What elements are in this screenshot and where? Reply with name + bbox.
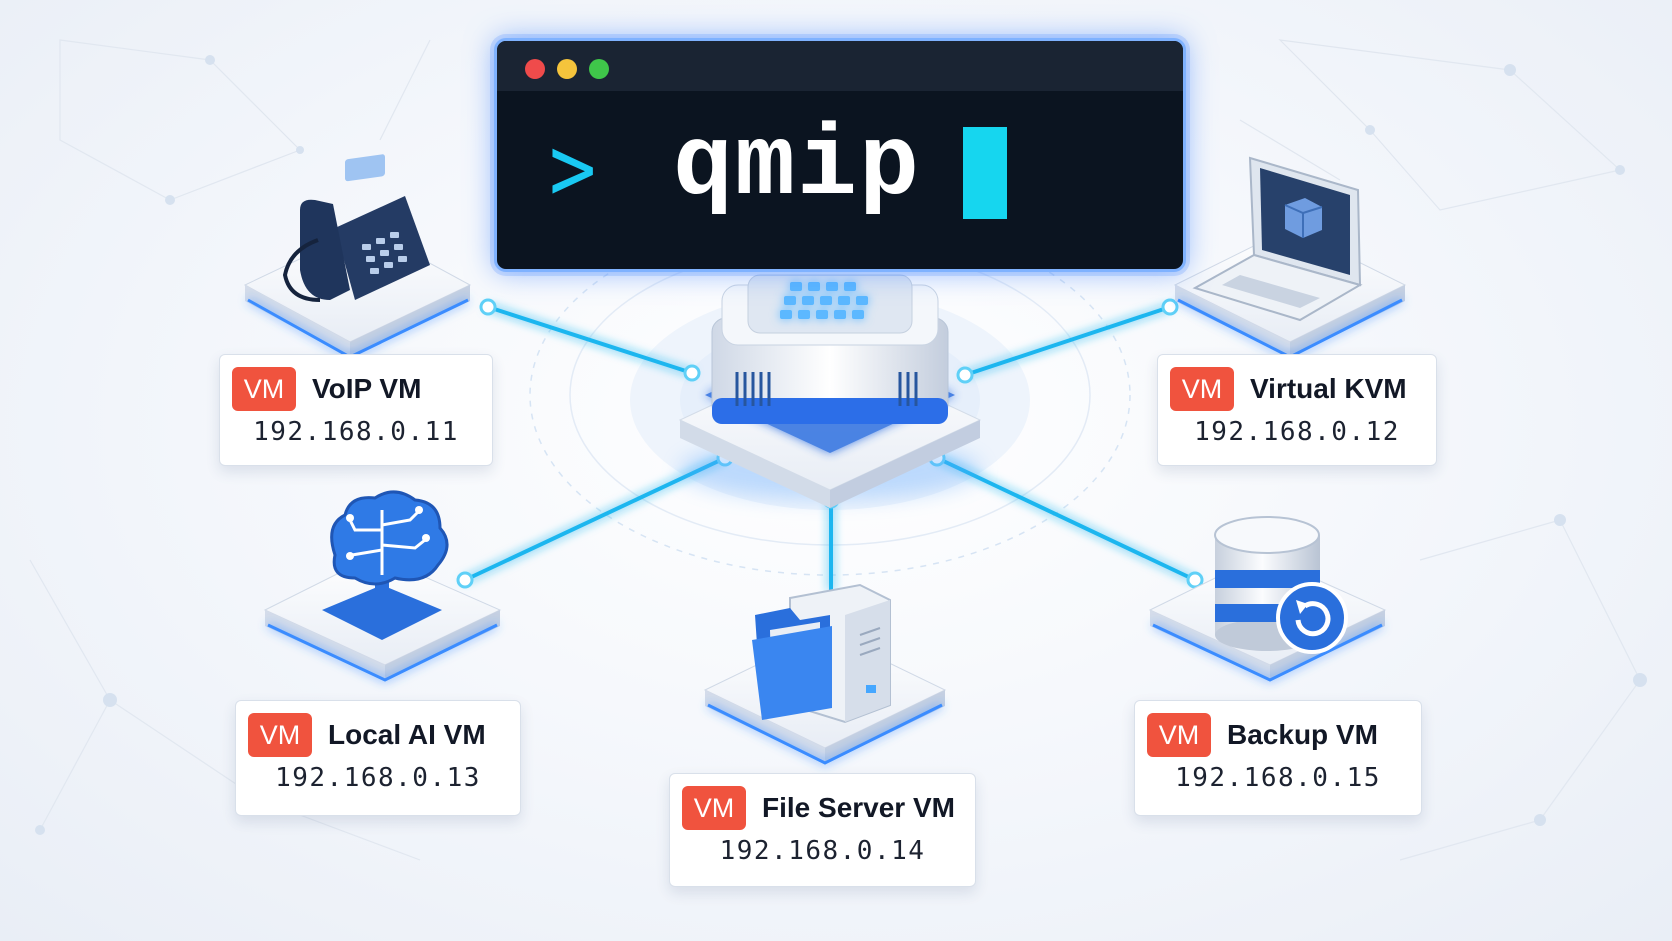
link-ai bbox=[463, 456, 727, 582]
vm-card-voip: VM VoIP VM 192.168.0.11 bbox=[219, 354, 493, 466]
terminal-window: > qmip bbox=[494, 38, 1186, 272]
vm-card-file-server: VM File Server VM 192.168.0.14 bbox=[669, 773, 976, 887]
desk-phone-icon bbox=[282, 154, 430, 302]
link-kvm bbox=[963, 305, 1172, 377]
central-hub-icon bbox=[678, 274, 982, 508]
terminal-title-bar bbox=[497, 41, 1183, 91]
cursor-block-icon bbox=[963, 127, 1007, 219]
vm-ip: 192.168.0.14 bbox=[719, 836, 926, 866]
laptop-icon bbox=[1192, 156, 1363, 322]
vm-card-kvm: VM Virtual KVM 192.168.0.12 bbox=[1157, 354, 1437, 466]
vm-card-backup: VM Backup VM 192.168.0.15 bbox=[1134, 700, 1422, 816]
vm-name: File Server VM bbox=[762, 792, 955, 823]
maximize-dot-icon bbox=[589, 59, 609, 79]
link-backup bbox=[935, 456, 1197, 582]
vm-ip: 192.168.0.15 bbox=[1175, 763, 1381, 793]
vm-badge: VM bbox=[1170, 367, 1234, 411]
minimize-dot-icon bbox=[557, 59, 577, 79]
link-voip bbox=[486, 305, 694, 375]
close-dot-icon bbox=[525, 59, 545, 79]
vm-badge: VM bbox=[682, 786, 746, 830]
prompt-symbol: > bbox=[549, 115, 597, 222]
vm-ip: 192.168.0.12 bbox=[1194, 417, 1400, 447]
vm-badge: VM bbox=[1147, 713, 1211, 757]
terminal-command: qmip bbox=[673, 111, 922, 224]
database-backup-icon bbox=[1214, 516, 1348, 654]
vm-name: Backup VM bbox=[1227, 719, 1378, 750]
connection-lines bbox=[463, 305, 1197, 592]
vm-badge: VM bbox=[232, 367, 296, 411]
vm-ip: 192.168.0.13 bbox=[275, 763, 481, 793]
background-nodes bbox=[35, 55, 1647, 835]
file-server-icon bbox=[752, 583, 891, 724]
ai-brain-icon bbox=[322, 490, 449, 640]
vm-name: Virtual KVM bbox=[1250, 373, 1407, 404]
vm-badge: VM bbox=[248, 713, 312, 757]
vm-name: Local AI VM bbox=[328, 719, 486, 750]
vm-ip: 192.168.0.11 bbox=[253, 417, 459, 447]
vm-name: VoIP VM bbox=[312, 373, 422, 404]
vm-card-ai: VM Local AI VM 192.168.0.13 bbox=[235, 700, 521, 816]
